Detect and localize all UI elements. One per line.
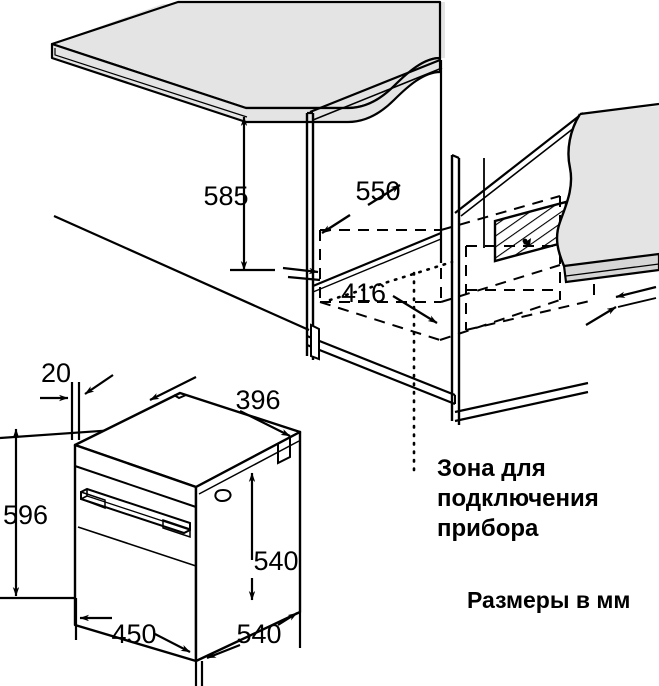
dimension-label-540-height: 540 [253,546,298,576]
panel-thickness-marker-niche [282,266,321,282]
dimension-label-596: 596 [3,500,48,530]
dimension-585: 585 [203,116,275,272]
floor-reference-line [53,214,310,332]
oven-door-handle [80,487,191,539]
dimension-right-gap [585,285,657,326]
dimension-label-450: 450 [111,619,156,649]
dimension-396: 396 [149,376,291,437]
dimension-label-540-depth: 540 [236,619,281,649]
dimension-416: 416 [341,278,438,324]
dimension-596: 596 [3,428,48,597]
worktop-panel [50,0,659,124]
dimension-label-20: 20 [41,358,71,388]
connection-zone-note: Зона для подключения прибора [437,455,599,542]
dotted-guide-lines [328,260,454,472]
connection-zone-line-2: подключения [437,485,599,512]
cabinet-niche [53,58,659,472]
dimension-20: 20 [40,358,114,440]
oven-appliance [73,391,302,663]
connection-zone-line-1: Зона для [437,455,546,482]
rear-wall-panel [555,102,659,284]
dimension-label-416: 416 [341,278,386,308]
dimension-label-550: 550 [355,176,400,206]
dimension-450: 450 [74,598,198,686]
dimension-550: 550 [321,176,401,235]
dimension-label-396: 396 [235,385,280,415]
units-note: Размеры в мм [467,587,630,613]
dimension-540-height: 540 [248,472,299,601]
dimension-540-depth: 540 [200,612,302,686]
dimension-label-585: 585 [203,181,248,211]
connection-zone-line-3: прибора [437,515,539,542]
